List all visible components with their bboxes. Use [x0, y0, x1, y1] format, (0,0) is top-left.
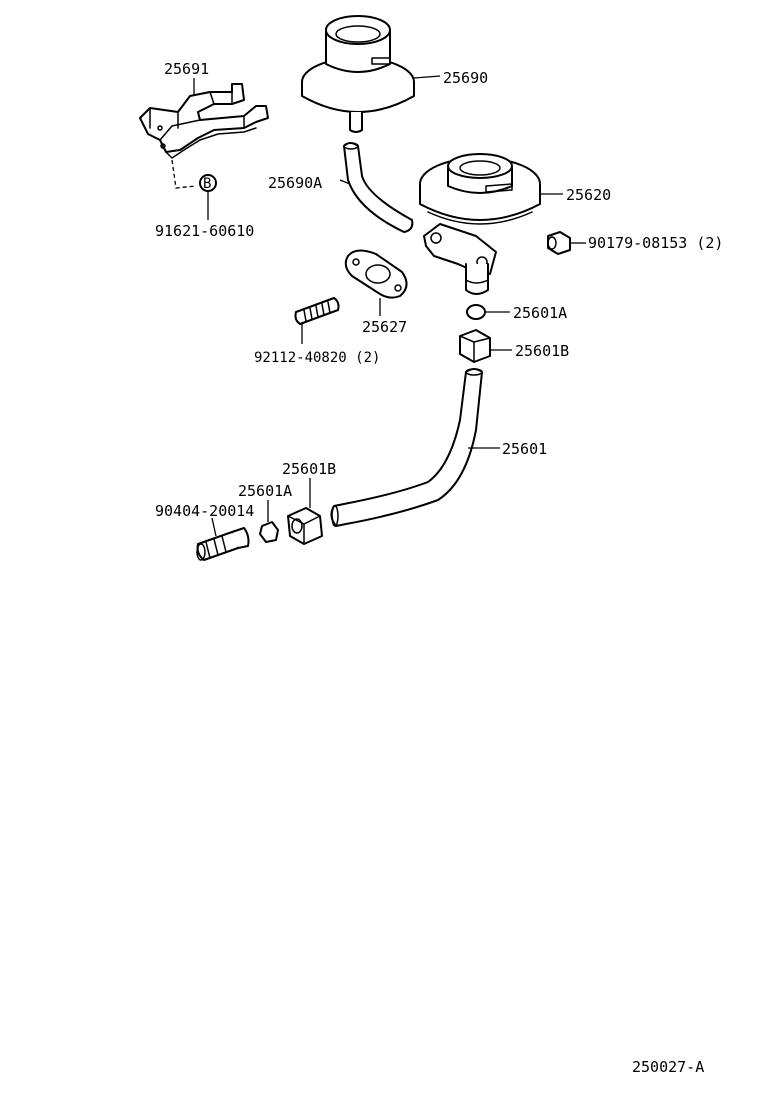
label-91621-60610: 91621-60610: [155, 222, 254, 240]
bracket-25691: [139, 83, 269, 159]
label-25690: 25690: [443, 69, 488, 87]
label-25601B-bottom: 25601B: [282, 460, 336, 478]
label-90179-08153: 90179-08153 (2): [588, 234, 723, 252]
gasket-25627: [344, 249, 408, 299]
figure-id: 250027-A: [632, 1058, 704, 1076]
hose-25690A: [343, 142, 414, 233]
label-25601A-bottom: 25601A: [238, 482, 292, 500]
label-25691: 25691: [164, 60, 209, 78]
label-90404-20014: 90404-20014: [155, 502, 254, 520]
pipe-25601: [330, 368, 483, 527]
stud-92112-40820: [294, 297, 340, 325]
ferrule-25601A-top: [466, 304, 486, 320]
ferrule-25601A-bottom: [259, 521, 279, 543]
label-25620: 25620: [566, 186, 611, 204]
label-25601B-top: 25601B: [515, 342, 569, 360]
nut-25601B-bottom: [287, 507, 323, 545]
egr-valve-25620: [419, 153, 541, 295]
nut-90179-08153: [547, 231, 571, 255]
callout-letter: B: [203, 176, 211, 192]
label-25601A-top: 25601A: [513, 304, 567, 322]
label-25627: 25627: [362, 318, 407, 336]
label-25601: 25601: [502, 440, 547, 458]
label-25690A: 25690A: [268, 174, 322, 192]
union-90404-20014: [196, 527, 250, 561]
label-92112-40820: 92112-40820 (2): [254, 350, 380, 366]
modulator-25690: [301, 15, 415, 133]
bolt-b-callout: B: [199, 174, 217, 192]
nut-25601B-top: [459, 329, 491, 363]
